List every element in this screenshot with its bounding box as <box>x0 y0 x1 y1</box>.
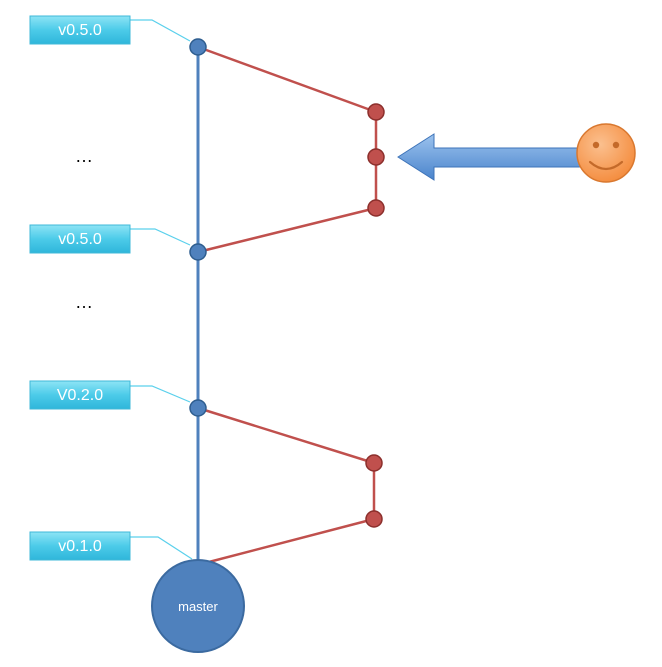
tag-v0.5.0-middle: v0.5.0 <box>29 224 131 254</box>
tag-label: V0.2.0 <box>57 387 103 404</box>
left-arrow-icon <box>397 133 581 181</box>
trunk-node <box>189 243 207 261</box>
tag-v0.2.0: V0.2.0 <box>29 380 131 410</box>
branch-nodes <box>365 103 385 528</box>
tag-label: v0.5.0 <box>58 22 102 39</box>
branch-node <box>367 148 385 166</box>
tag-leaders <box>130 19 193 560</box>
ellipsis-lower: … <box>75 292 93 312</box>
master-node: master <box>151 559 245 653</box>
trunk-node <box>189 38 207 56</box>
smiley-face-icon <box>576 123 636 183</box>
tag-label: v0.1.0 <box>58 538 102 555</box>
tag-v0.1.0: v0.1.0 <box>29 531 131 561</box>
feature-branch-upper <box>197 45 378 254</box>
branch-node <box>367 103 385 121</box>
feature-branch-lower <box>197 406 376 565</box>
trunk-node <box>189 399 207 417</box>
tag-v0.5.0-top: v0.5.0 <box>29 15 131 45</box>
master-label: master <box>178 599 218 614</box>
branch-node <box>367 199 385 217</box>
ellipsis-upper: … <box>75 146 93 166</box>
trunk-nodes <box>189 38 207 417</box>
branch-node <box>365 510 383 528</box>
branch-node <box>365 454 383 472</box>
tag-label: v0.5.0 <box>58 231 102 248</box>
